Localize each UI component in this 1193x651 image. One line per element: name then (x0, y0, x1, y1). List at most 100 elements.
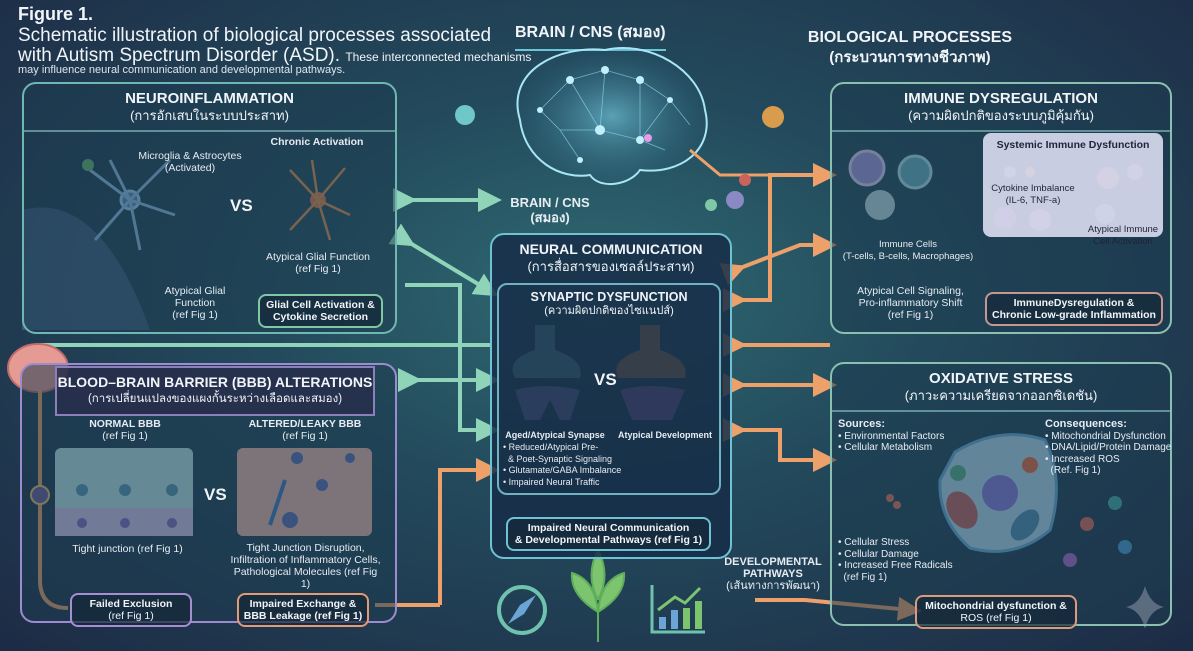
mito-result-line2: ROS (ref Fig 1) (960, 612, 1032, 624)
atypical-development-label: Atypical Development (617, 430, 713, 440)
signal-line2: Pro-inflammatory Shift (858, 297, 963, 309)
oxidative-title-th: (ภาวะความเครียดจากออกซิเดชัน) (904, 388, 1098, 403)
synaptic-header: SYNAPTIC DYSFUNCTION (ความผิดปกติของไซแน… (499, 285, 719, 323)
failed-line2: (ref Fig 1) (108, 610, 154, 622)
dev-line3: (เส้นทางการพัฒนา) (726, 580, 820, 592)
synaptic-title: SYNAPTIC DYSFUNCTION (530, 290, 688, 304)
title-line-2: with Autism Spectrum Disorder (ASD). (18, 45, 341, 66)
stress-item: (ref Fig 1) (838, 571, 887, 583)
brain-network-illustration (516, 47, 708, 186)
bullet: & Poet-Synaptic Signaling (503, 453, 613, 464)
neuroinflammation-title: NEUROINFLAMMATION (125, 90, 294, 107)
microglia-line2: (Activated) (164, 162, 216, 174)
brain-title: BRAIN / CNS (สมอง) (515, 20, 666, 51)
systemic-dysfunction-box (983, 133, 1163, 237)
consequence-item: (Ref. Fig 1) (1045, 465, 1101, 476)
tight-junction-label: Tight junction (ref Fig 1) (72, 543, 183, 555)
atypical-left-line3: (ref Fig 1) (172, 309, 218, 321)
vs-label: VS (230, 196, 253, 215)
consequences-list: Consequences:• Mitochondrial Dysfunction… (1045, 418, 1172, 477)
figure-label: Figure 1. (18, 4, 94, 24)
immune-title: IMMUNE DYSREGULATION (904, 90, 1098, 107)
altered-bbb-ref: (ref Fig 1) (282, 430, 328, 442)
consequence-item: • DNA/Lipid/Protein Damage (1045, 442, 1172, 453)
normal-bbb-label: NORMAL BBB(ref Fig 1) (60, 418, 190, 442)
neural-result-line1: Impaired Neural Communication (527, 522, 690, 534)
bbb-title: BLOOD–BRAIN BARRIER (BBB) ALTERATIONS (57, 374, 373, 390)
bio-title-th: (กระบวนการทางชีวภาพ) (829, 49, 991, 66)
signal-line3: (ref Fig 1) (887, 309, 934, 321)
immune-header: IMMUNE DYSREGULATION (ความผิดปกติของระบบ… (832, 84, 1170, 132)
mito-result-line1: Mitochondrial dysfunction & (925, 600, 1067, 612)
altered-bbb-title: ALTERED/LEAKY BBB (248, 418, 362, 430)
neural-result-line2: & Developmental Pathways (ref Fig 1) (514, 534, 703, 546)
leaf-icon (570, 547, 626, 642)
bbb-header: BLOOD–BRAIN BARRIER (BBB) ALTERATIONS (ก… (55, 366, 375, 416)
neural-communication-panel: NEURAL COMMUNICATION (การสื่อสารของเซลล์… (490, 233, 732, 559)
brain-label-line1: BRAIN / CNS (510, 195, 590, 210)
synapse-bullets: • Reduced/Atypical Pre- & Poet-Synaptic … (503, 442, 621, 488)
biological-processes-title: BIOLOGICAL PROCESSES (กระบวนการทางชีวภาพ… (790, 28, 1030, 68)
sources-title: Sources: (838, 418, 886, 430)
atypical-immune-line2: Cell Activation (1093, 236, 1153, 247)
bbb-vs: VS (204, 485, 227, 504)
stress-item: • Increased Free Radicals (838, 560, 953, 571)
stress-item: • Cellular Stress (838, 537, 910, 548)
immune-cells-label: Immune Cells(T-cells, B-cells, Macrophag… (833, 239, 983, 263)
glial-activation-result: Glial Cell Activation &Cytokine Secretio… (258, 294, 383, 328)
impaired-exchange-box: Impaired Exchange &BBB Leakage (ref Fig … (237, 593, 369, 627)
dev-line2: PATHWAYS (743, 568, 803, 580)
glial-result-line1: Glial Cell Activation & (266, 299, 375, 311)
glial-result-line2: Cytokine Secretion (272, 311, 369, 323)
cytokine-line2: (IL-6, TNF-a) (1005, 195, 1061, 206)
cytokine-label: Cytokine Imbalance(IL-6, TNF-a) (988, 183, 1078, 207)
synaptic-title-th: (ความผิดปกติของไซแนปส์) (544, 305, 674, 317)
source-item: • Environmental Factors (838, 430, 945, 442)
failed-line1: Failed Exclusion (89, 598, 173, 610)
disruption-line3: Pathological Molecules (ref Fig 1) (233, 566, 378, 590)
cells-line1: Immune Cells (878, 239, 938, 250)
atypical-right-line2: (ref Fig 1) (295, 263, 341, 275)
consequence-item: • Increased ROS (1045, 453, 1120, 465)
signal-line1: Atypical Cell Signaling, (857, 285, 964, 297)
impaired-line1: Impaired Exchange & (249, 598, 357, 610)
compass-icon (497, 585, 547, 635)
impaired-line2: BBB Leakage (ref Fig 1) (243, 610, 363, 622)
title-tail: These interconnected mechanisms (345, 50, 532, 64)
growth-chart-icon (650, 585, 705, 634)
neural-header: NEURAL COMMUNICATION (การสื่อสารของเซลล์… (492, 235, 730, 281)
figure-subtitle: may influence neural communication and d… (18, 64, 346, 76)
failed-exclusion-box: Failed Exclusion(ref Fig 1) (70, 593, 192, 627)
bullet: • Glutamate/GABA Imbalance (503, 465, 622, 475)
atypical-right-line1: Atypical Glial Function (266, 251, 370, 263)
neural-title: NEURAL COMMUNICATION (519, 241, 703, 257)
atypical-left-line1: Atypical Glial (164, 285, 226, 297)
oxidative-panel: OXIDATIVE STRESS (ภาวะความเครียดจากออกซิ… (830, 362, 1172, 626)
oxidative-header: OXIDATIVE STRESS (ภาวะความเครียดจากออกซิ… (832, 364, 1170, 412)
normal-bbb-title: NORMAL BBB (89, 418, 161, 430)
disruption-line1: Tight Junction Disruption, (246, 542, 365, 554)
disruption-line2: Infiltration of Inflammatory Cells, (230, 554, 381, 566)
immune-result-line2: Chronic Low-grade Inflammation (992, 309, 1156, 321)
neuroinflammation-panel: NEUROINFLAMMATION (การอักเสบในระบบประสาท… (22, 82, 397, 334)
microglia-line1: Microglia & Astrocytes (138, 150, 242, 162)
neuroinflammation-title-th: (การอักเสบในระบบประสาท) (130, 108, 289, 123)
microglia-label: Microglia & Astrocytes(Activated) (120, 150, 260, 174)
oxidative-title: OXIDATIVE STRESS (929, 370, 1073, 387)
atypical-left-line2: Function (174, 297, 216, 309)
immune-result-box: ImmuneDysregulation &Chronic Low-grade I… (985, 292, 1163, 326)
disruption-label: Tight Junction Disruption,Infiltration o… (228, 542, 383, 590)
consequences-title: Consequences: (1045, 418, 1127, 430)
bio-title-en: BIOLOGICAL PROCESSES (807, 29, 1013, 46)
immune-result-line1: ImmuneDysregulation & (1013, 297, 1135, 309)
stress-list: • Cellular Stress• Cellular Damage• Incr… (838, 537, 953, 583)
stress-item: • Cellular Damage (838, 548, 919, 560)
synaptic-dysfunction-box: SYNAPTIC DYSFUNCTION (ความผิดปกติของไซแน… (497, 283, 721, 495)
altered-bbb-label: ALTERED/LEAKY BBB(ref Fig 1) (230, 418, 380, 442)
cells-line2: (T-cells, B-cells, Macrophages) (842, 251, 974, 262)
synapse-vs: VS (594, 370, 617, 389)
atypical-immune-line1: Atypical Immune (1087, 224, 1159, 235)
